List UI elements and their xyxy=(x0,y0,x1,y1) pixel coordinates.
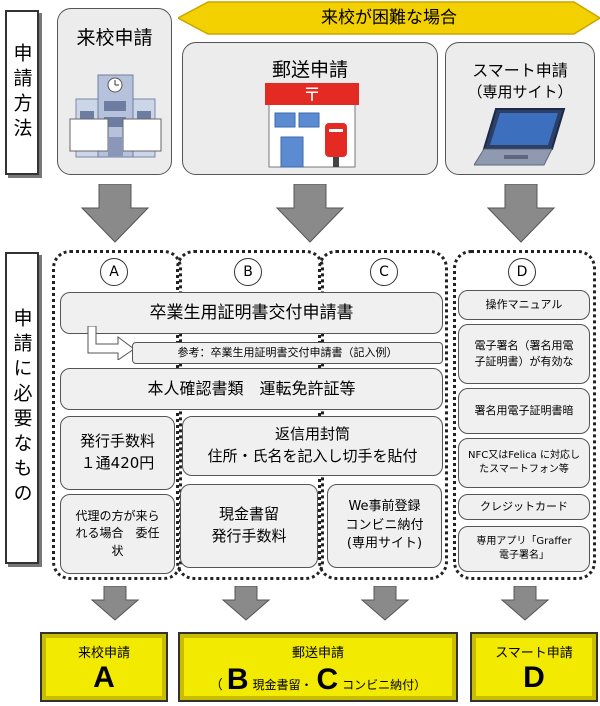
column-frame-a xyxy=(52,250,182,580)
banner-hexagon xyxy=(176,1,600,35)
column-frame-c xyxy=(318,250,448,580)
method-mail: 郵送申請 〒 xyxy=(182,42,438,175)
proxy-power-of-attorney: 代理の方が来ら れる場合 委任 状 xyxy=(60,494,175,574)
reference-example-link[interactable]: 参考：卒業生用証明書交付申請書（記入例） xyxy=(132,342,443,364)
operation-manual-link[interactable]: 操作マニュアル xyxy=(458,290,590,320)
down-arrow-icon xyxy=(221,586,271,621)
cash-registered-mail: 現金書留 発行手数料 xyxy=(180,484,318,568)
column-label-d: D xyxy=(508,258,536,286)
nfc-smartphone: NFC又はFelica に対応し たスマートフォン等 xyxy=(458,438,590,488)
electronic-signature: 電子署名（署名用電 子証明書）が有効な xyxy=(458,324,590,384)
down-arrow-icon xyxy=(90,586,140,621)
post-office-icon: 〒 xyxy=(265,83,359,168)
method-mail-title: 郵送申請 xyxy=(271,59,348,81)
banner-label: 来校が困難な場合 xyxy=(321,8,457,28)
column-frame-d xyxy=(453,250,596,580)
section-label-required: 申請に必要なもの xyxy=(5,252,39,564)
web-preregistration: We事前登録 コンビニ納付 (専用サイト) xyxy=(327,484,442,568)
result-smart-letter: D xyxy=(523,661,545,694)
result-smart: スマート申請 D xyxy=(470,632,598,702)
credit-card: クレジットカード xyxy=(458,494,590,520)
issue-fee: 発行手数料 １通420円 xyxy=(60,416,175,490)
graffer-app: 専用アプリ「Graffer 電子署名」 xyxy=(458,526,590,572)
section-label-method: 申請方法 xyxy=(5,10,39,175)
down-arrow-icon xyxy=(500,586,550,621)
column-label-b: B xyxy=(234,258,262,286)
method-visit-title: 来校申請 xyxy=(76,27,153,49)
school-building-icon xyxy=(69,74,162,158)
down-arrow-icon xyxy=(486,184,556,243)
difficult-visit-banner: 来校が困難な場合 xyxy=(176,0,600,36)
column-label-c: C xyxy=(370,258,398,286)
bent-arrow-icon xyxy=(87,326,135,360)
result-mail: 郵送申請 （ B 現金書留・ C コンビニ納付） xyxy=(178,632,458,702)
method-visit: 来校申請 xyxy=(57,8,172,175)
down-arrow-icon xyxy=(360,586,410,621)
result-smart-title: スマート申請 xyxy=(495,646,573,661)
result-mail-detail: （ B 現金書留・ C コンビニ納付） xyxy=(209,663,427,696)
laptop-icon xyxy=(474,108,566,166)
identity-documents: 本人確認書類 運転免許証等 xyxy=(60,368,443,410)
method-smart: スマート申請 （専用サイト） xyxy=(445,42,595,175)
return-envelope: 返信用封筒 住所・氏名を記入し切手を貼付 xyxy=(182,416,443,476)
result-visit-title: 来校申請 xyxy=(77,646,130,661)
svg-text:〒: 〒 xyxy=(303,85,321,106)
result-visit: 来校申請 A xyxy=(40,632,168,702)
certificate-application-form: 卒業生用証明書交付申請書 xyxy=(60,292,443,334)
method-smart-subtitle: （専用サイト） xyxy=(467,83,573,101)
certificate-pin: 署名用電子証明書暗 xyxy=(458,388,590,434)
down-arrow-icon xyxy=(80,184,150,243)
method-smart-title: スマート申請 xyxy=(472,61,568,80)
result-visit-letter: A xyxy=(93,661,115,694)
column-frame-b xyxy=(176,250,324,580)
column-label-a: A xyxy=(100,258,128,286)
down-arrow-icon xyxy=(275,184,345,243)
result-mail-title: 郵送申請 xyxy=(291,646,344,661)
result-mail-letter-c: C xyxy=(316,663,339,696)
result-mail-letter-b: B xyxy=(226,663,249,696)
